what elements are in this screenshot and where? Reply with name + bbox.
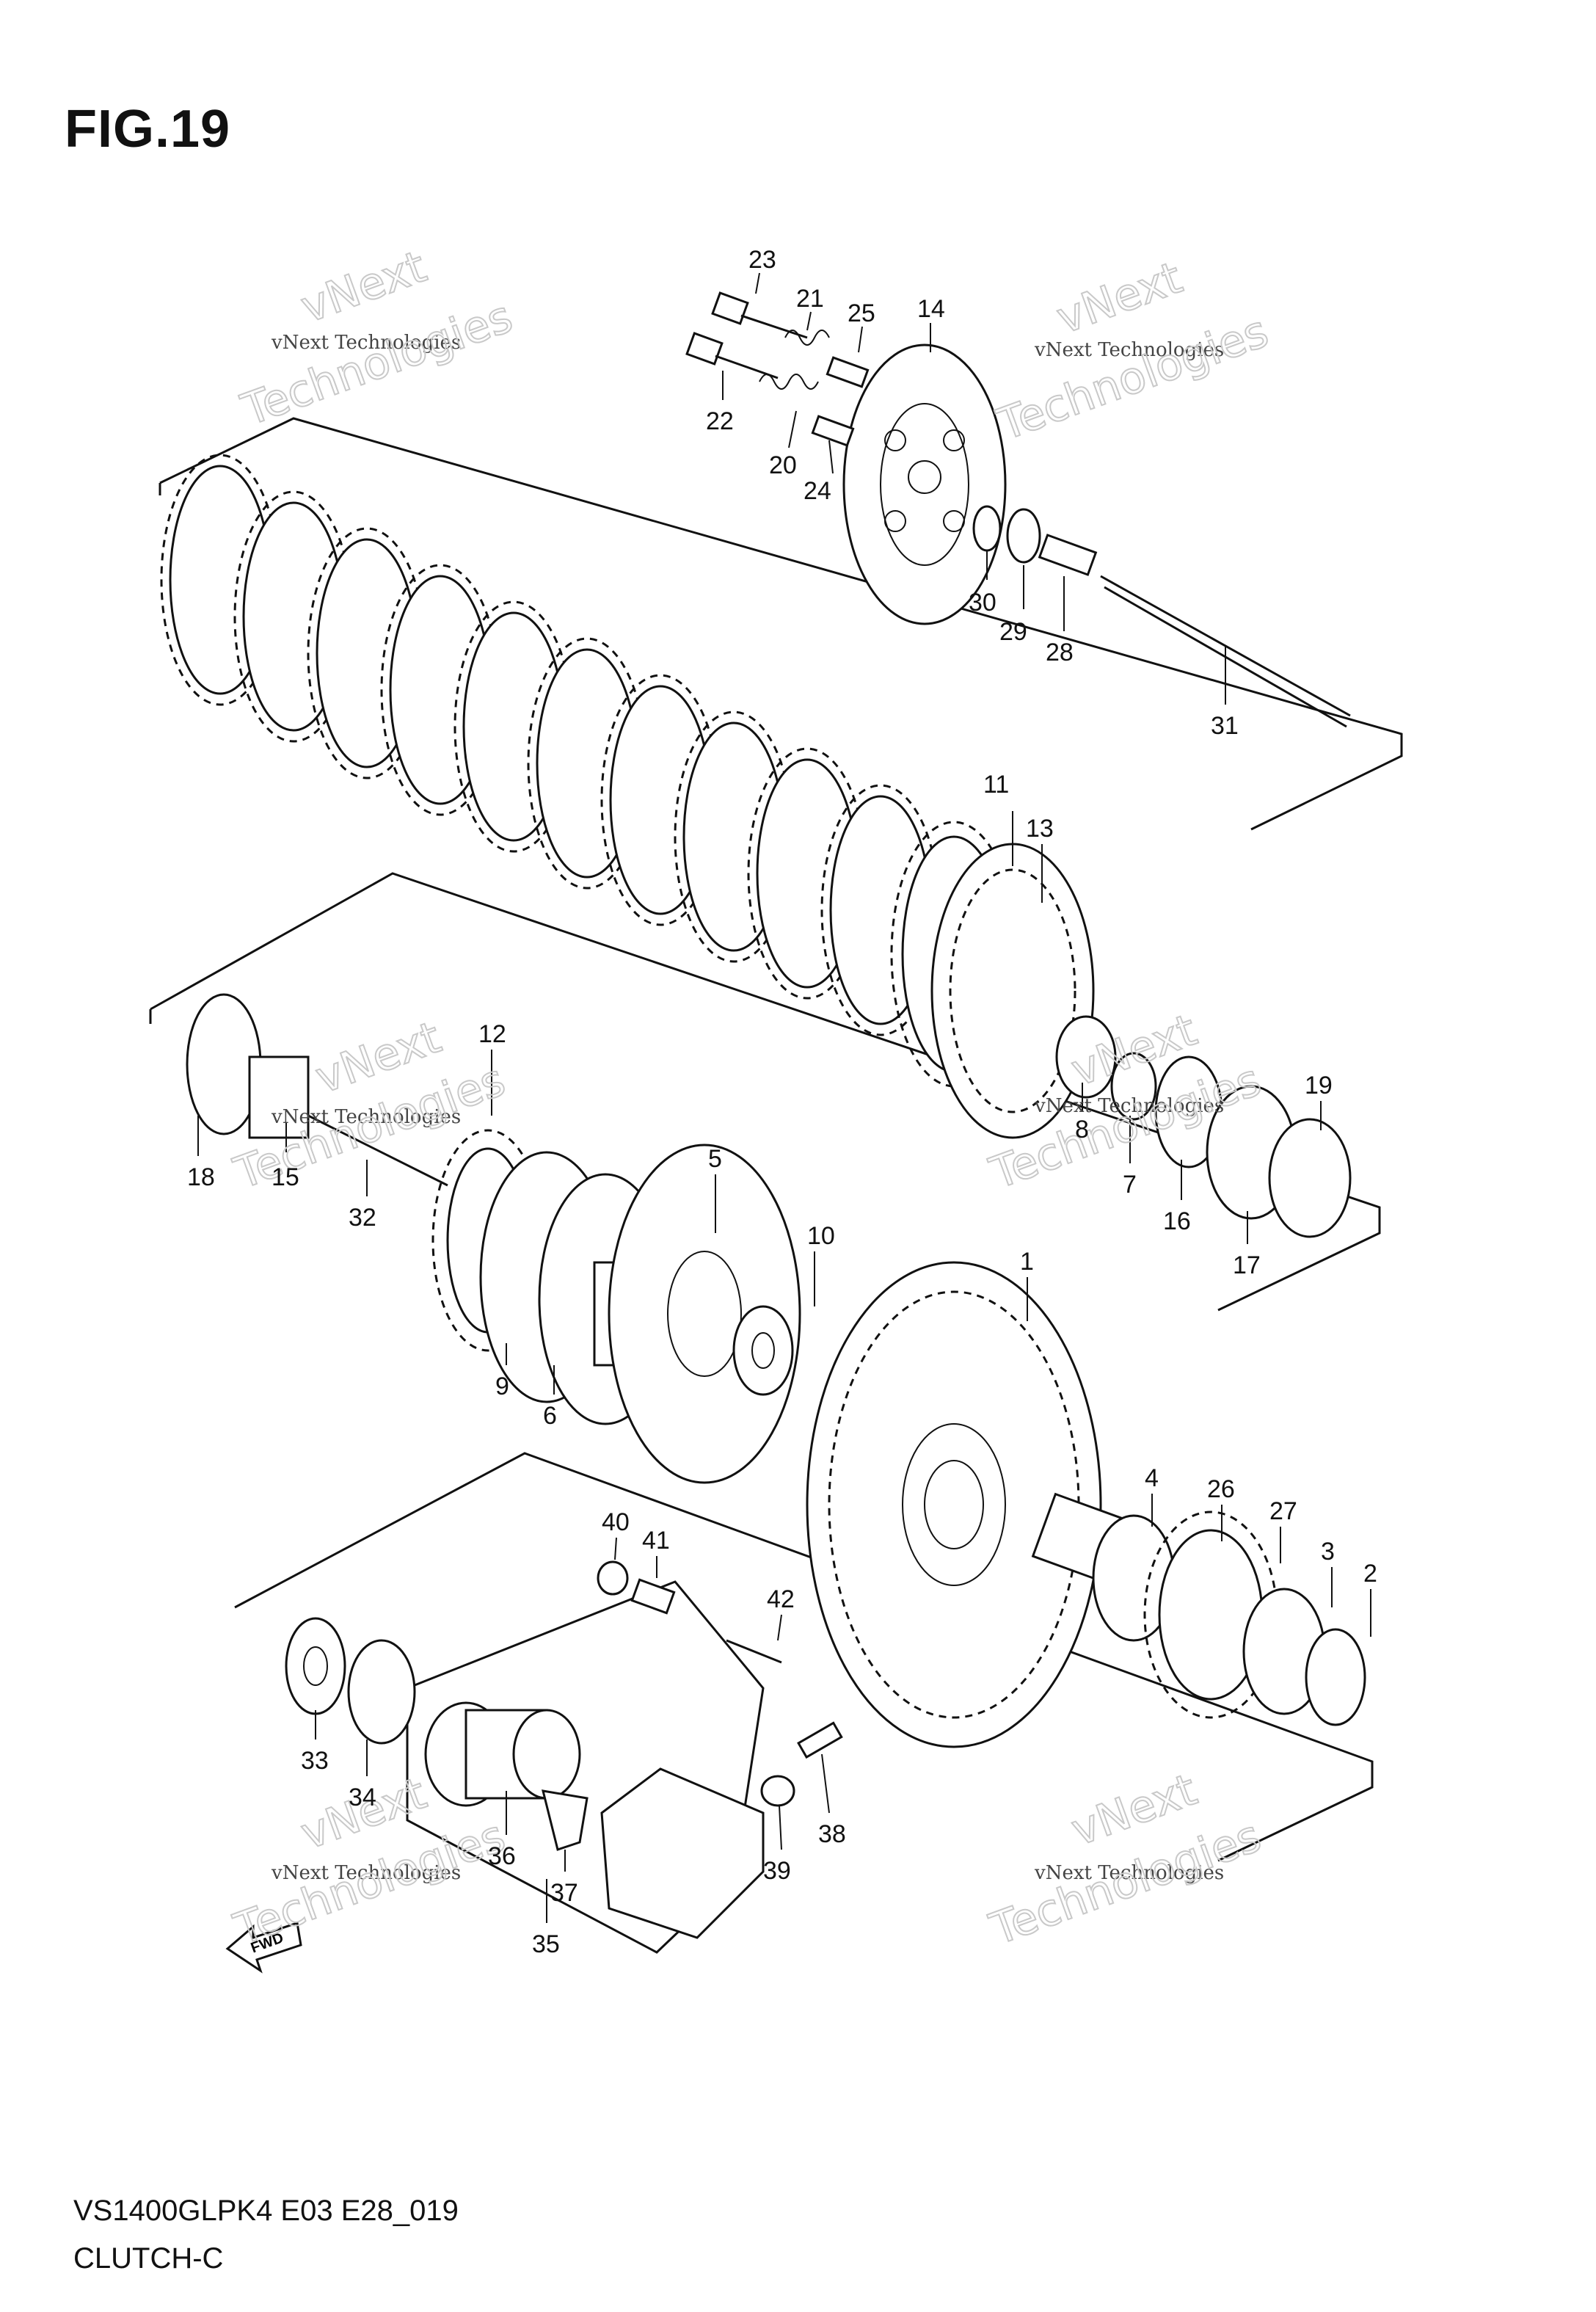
watermark-top-left: vNext Technologies vNext Technologies: [234, 240, 520, 437]
svg-text:vNext Technologies: vNext Technologies: [271, 1862, 461, 1884]
callout-12: 12: [478, 1020, 506, 1048]
lower-assembly-frame: [234, 1452, 1374, 1862]
callout-39: 39: [763, 1857, 791, 1885]
clutch-hub-assembly: [186, 993, 1352, 1484]
callout-35: 35: [532, 1930, 560, 1958]
svg-text:vNext Technologies: vNext Technologies: [1034, 339, 1224, 361]
callout-27: 27: [1269, 1497, 1297, 1525]
callout-37: 37: [550, 1879, 578, 1907]
forward-direction-arrow: FWD: [225, 1922, 302, 1974]
callout-16: 16: [1163, 1207, 1191, 1235]
svg-text:vNext Technologies: vNext Technologies: [1034, 1862, 1224, 1884]
callout-23: 23: [748, 246, 776, 274]
pressure-plate: [842, 343, 1007, 625]
callout-26: 26: [1207, 1475, 1235, 1503]
callout-31: 31: [1211, 712, 1239, 740]
oil-seal-and-bearing: [285, 1617, 416, 1745]
callout-15: 15: [272, 1163, 299, 1191]
callout-17: 17: [1233, 1251, 1261, 1279]
clutch-housing: [806, 1261, 1102, 1748]
clutch-release-cylinder: [424, 1560, 843, 1939]
callout-21: 21: [796, 285, 824, 313]
callout-2: 2: [1363, 1560, 1377, 1588]
callout-6: 6: [543, 1402, 557, 1430]
callout-8: 8: [1075, 1116, 1089, 1144]
callout-29: 29: [999, 618, 1027, 646]
callout-11: 11: [983, 771, 1009, 799]
svg-text:vNext Technologies: vNext Technologies: [271, 332, 461, 354]
callout-20: 20: [769, 451, 797, 479]
callout-10: 10: [807, 1222, 835, 1250]
callout-33: 33: [301, 1747, 329, 1775]
callout-40: 40: [602, 1508, 630, 1536]
callout-42: 42: [767, 1585, 795, 1613]
callout-3: 3: [1321, 1538, 1335, 1566]
callout-18: 18: [187, 1163, 215, 1191]
callout-14: 14: [917, 295, 945, 323]
diagram-code: VS1400GLPK4 E03 E28_019: [73, 2195, 459, 2227]
pressure-plate-bolts: [685, 291, 870, 447]
callout-32: 32: [349, 1204, 376, 1232]
callout-38: 38: [818, 1820, 846, 1848]
callout-41: 41: [642, 1527, 670, 1555]
callout-34: 34: [349, 1784, 376, 1811]
svg-text:Technologies: Technologies: [235, 291, 519, 436]
watermark-bottom-right: vNext Technologies vNext Technologies: [983, 1763, 1268, 1956]
callout-7: 7: [1123, 1171, 1137, 1199]
callout-24: 24: [804, 477, 831, 505]
svg-text:vNext: vNext: [1050, 252, 1189, 344]
figure-title: FIG.19: [65, 100, 231, 159]
clutch-plate-stack: [160, 454, 1095, 1139]
svg-text:vNext Technologies: vNext Technologies: [271, 1106, 461, 1128]
callout-25: 25: [848, 299, 875, 327]
callout-4: 4: [1145, 1464, 1159, 1492]
watermark-top-right: vNext Technologies vNext Technologies: [990, 251, 1275, 451]
svg-text:vNext: vNext: [294, 241, 433, 333]
callout-30: 30: [969, 589, 996, 617]
upper-assembly-frame: [159, 417, 1403, 831]
leader-lines: [197, 272, 1371, 1923]
callout-28: 28: [1046, 639, 1074, 666]
callout-19: 19: [1305, 1072, 1333, 1099]
housing-sleeve-and-gear: [1031, 1492, 1366, 1726]
middle-assembly-frame: [150, 872, 1381, 1312]
callout-36: 36: [488, 1842, 516, 1870]
svg-text:Technologies: Technologies: [991, 305, 1275, 451]
callout-22: 22: [706, 407, 734, 435]
callout-9: 9: [495, 1373, 509, 1400]
callout-1: 1: [1020, 1248, 1034, 1276]
svg-text:vNext Technologies: vNext Technologies: [1034, 1095, 1224, 1117]
callout-5: 5: [708, 1145, 722, 1173]
diagram-name: CLUTCH-C: [73, 2242, 224, 2275]
callout-13: 13: [1026, 815, 1054, 843]
callout-numbers: 23 21 25 14 22 20 24 30 29 28 31 11 13 1…: [187, 246, 1377, 1958]
release-bearing-and-rod: [972, 505, 1351, 728]
